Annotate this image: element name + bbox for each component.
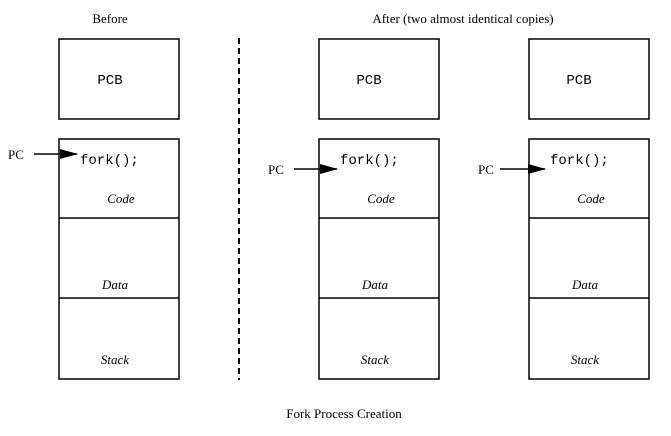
pcb-box	[58, 38, 180, 120]
before-label: Before	[92, 11, 128, 26]
pc-label: PC	[8, 147, 24, 162]
code-label: Code	[577, 191, 605, 206]
stack-label: Stack	[101, 352, 129, 367]
data-label: Data	[101, 277, 129, 292]
pcb-label: PCB	[97, 73, 122, 89]
process-block-after-1: PCB fork(); Code Data Stack PC	[268, 38, 440, 380]
stack-label: Stack	[361, 352, 389, 367]
fork-call-text: fork();	[80, 153, 139, 169]
pcb-box	[318, 38, 440, 120]
data-label: Data	[571, 277, 599, 292]
data-label: Data	[361, 277, 389, 292]
memory-box	[58, 138, 180, 380]
pcb-box	[528, 38, 650, 120]
memory-box	[318, 138, 440, 380]
code-label: Code	[107, 191, 135, 206]
after-label: After (two almost identical copies)	[372, 11, 553, 26]
diagram-caption: Fork Process Creation	[286, 406, 402, 421]
pc-label: PC	[268, 162, 284, 177]
memory-box	[528, 138, 650, 380]
process-block-after-2: PCB fork(); Code Data Stack PC	[478, 38, 650, 380]
process-block-before: PCB fork(); Code Data Stack PC	[8, 38, 180, 380]
fork-call-text: fork();	[550, 153, 609, 169]
code-label: Code	[367, 191, 395, 206]
fork-call-text: fork();	[340, 153, 399, 169]
pcb-label: PCB	[566, 73, 591, 89]
stack-label: Stack	[571, 352, 599, 367]
pcb-label: PCB	[356, 73, 381, 89]
pc-label: PC	[478, 162, 494, 177]
